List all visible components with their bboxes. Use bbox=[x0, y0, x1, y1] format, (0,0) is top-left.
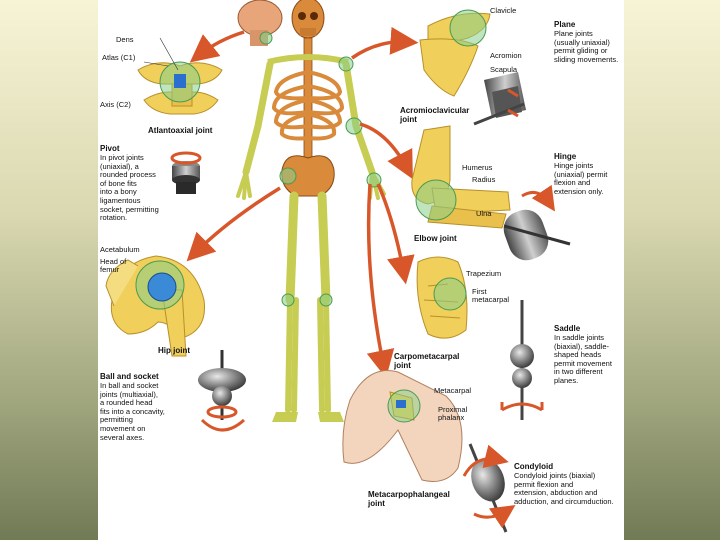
pivot-model bbox=[172, 153, 200, 194]
carpometacarpal-title: Carpometacarpal joint bbox=[394, 352, 459, 370]
plane-model bbox=[474, 72, 526, 124]
metacarpophalangeal-title: Metacarpophalangeal joint bbox=[368, 490, 450, 508]
plane-title: Plane bbox=[554, 20, 575, 29]
label-atlas: Atlas (C1) bbox=[102, 54, 135, 62]
hip-title: Hip joint bbox=[158, 346, 190, 355]
acromioclavicular-illustration bbox=[420, 10, 490, 96]
label-axis: Axis (C2) bbox=[100, 101, 131, 109]
label-dens: Dens bbox=[116, 36, 134, 44]
condyloid-description: Condyloid joints (biaxial) permit flexio… bbox=[514, 472, 614, 506]
label-acetabulum: Acetabulum bbox=[100, 246, 140, 254]
atlantoaxial-title: Atlantoaxial joint bbox=[148, 126, 212, 135]
label-acromion: Acromion bbox=[490, 52, 522, 60]
label-clavicle: Clavicle bbox=[490, 7, 516, 15]
acromioclavicular-title: Acromioclavicular joint bbox=[400, 106, 469, 124]
label-humerus: Humerus bbox=[462, 164, 492, 172]
saddle-title: Saddle bbox=[554, 324, 580, 333]
condyloid-model bbox=[464, 444, 511, 532]
skeleton-figure bbox=[238, 0, 384, 422]
label-ulna: Ulna bbox=[476, 210, 491, 218]
label-trapezium: Trapezium bbox=[466, 270, 501, 278]
skull-inset bbox=[238, 0, 282, 46]
pivot-description: In pivot joints (uniaxial), a rounded pr… bbox=[100, 154, 159, 223]
ball-socket-model bbox=[198, 350, 246, 430]
saddle-description: In saddle joints (biaxial), saddle- shap… bbox=[554, 334, 612, 386]
hinge-description: Hinge joints (uniaxial) permit flexion a… bbox=[554, 162, 607, 196]
callout-arrows bbox=[194, 32, 408, 368]
condyloid-title: Condyloid bbox=[514, 462, 553, 471]
label-proximal-phalanx: Proximal phalanx bbox=[438, 406, 467, 422]
label-first-metacarpal: First metacarpal bbox=[472, 288, 509, 304]
hinge-title: Hinge bbox=[554, 152, 576, 161]
label-scapula: Scapula bbox=[490, 66, 517, 74]
label-head-of-femur: Head of femur bbox=[100, 258, 126, 274]
ball-socket-title: Ball and socket bbox=[100, 372, 159, 381]
elbow-title: Elbow joint bbox=[414, 234, 457, 243]
figure-artwork bbox=[98, 0, 624, 540]
ball-socket-description: In ball and socket joints (multiaxial), … bbox=[100, 382, 165, 442]
carpometacarpal-illustration bbox=[417, 257, 467, 338]
saddle-model bbox=[502, 300, 542, 420]
label-metacarpal: Metacarpal bbox=[434, 387, 471, 395]
joint-types-figure: Dens Atlas (C1) Axis (C2) Atlantoaxial j… bbox=[98, 0, 624, 540]
plane-description: Plane joints (usually uniaxial) permit g… bbox=[554, 30, 618, 64]
pivot-title: Pivot bbox=[100, 144, 120, 153]
label-radius: Radius bbox=[472, 176, 495, 184]
